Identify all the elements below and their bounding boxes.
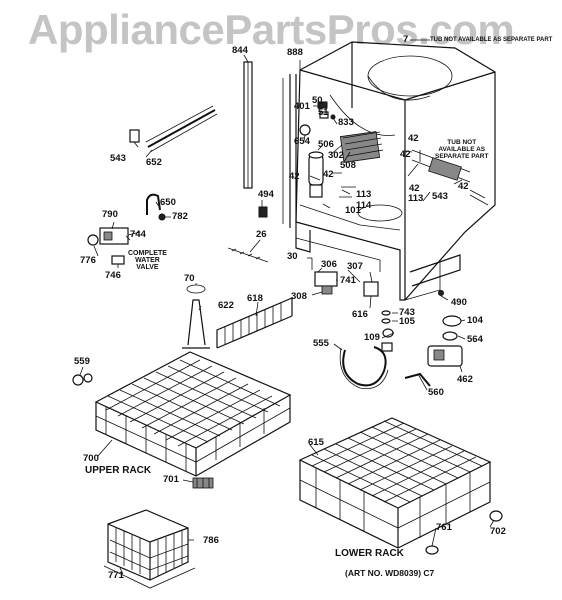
part-label-305[interactable]: 42 — [289, 171, 300, 182]
part-label-771[interactable]: 786 — [203, 535, 219, 546]
hose-462 — [339, 342, 393, 389]
part-label-308[interactable]: 741 — [340, 275, 356, 286]
part-label-555[interactable]: 564 — [467, 334, 483, 345]
part-label-462[interactable]: 555 — [313, 338, 329, 349]
part-label-560[interactable]: 462 — [457, 374, 473, 385]
part-label-618[interactable]: 622 — [218, 300, 234, 311]
part-label-401[interactable]: 401 — [294, 101, 310, 112]
part-label-113-b[interactable]: 113 — [408, 193, 424, 204]
lower-rack-701 — [298, 417, 503, 555]
part-label-650[interactable]: 652 — [146, 157, 162, 168]
part-label-844[interactable]: 844 — [232, 45, 248, 56]
part-label-700[interactable]: 559 — [74, 356, 90, 367]
part-label-833[interactable]: 833 — [338, 117, 354, 128]
tine-row-616 — [216, 297, 293, 349]
part-label-42-b[interactable]: 42 — [400, 149, 411, 160]
part-label-7[interactable]: 7 — [403, 34, 409, 45]
part-label-506[interactable]: 506 — [318, 139, 334, 150]
upper-rack-615 — [72, 351, 292, 477]
drain-valve-group — [404, 315, 463, 387]
part-label-776[interactable]: 744 — [130, 229, 146, 240]
part-label-30[interactable]: 26 — [256, 229, 267, 240]
part-label-114[interactable]: 114 — [356, 200, 372, 211]
part-label-616[interactable]: 618 — [247, 293, 263, 304]
water-valve-note: COMPLETE WATER VALVE — [128, 250, 167, 271]
part-label-746[interactable]: 776 — [80, 255, 96, 266]
tub-assembly — [282, 41, 496, 301]
part-label-702[interactable]: 761 — [436, 522, 452, 533]
part-label-113-a[interactable]: 113 — [356, 189, 372, 200]
part-label-743[interactable]: 616 — [352, 309, 368, 320]
part-label-508[interactable]: 508 — [340, 160, 356, 171]
lower-rack-caption: LOWER RACK — [335, 548, 404, 559]
tub-note-top: TUB NOT AVAILABLE AS SEPARATE PART — [430, 37, 553, 43]
water-valve-group — [87, 193, 166, 265]
part-label-786[interactable]: 701 — [163, 474, 179, 485]
part-label-741[interactable]: 307 — [347, 261, 363, 272]
part-label-701[interactable]: 615 — [308, 437, 324, 448]
part-label-744[interactable]: 790 — [102, 209, 118, 220]
part-label-302[interactable]: 302 — [328, 150, 344, 161]
wash-parts-cluster — [311, 258, 444, 297]
part-label-51[interactable]: 51 — [318, 107, 329, 118]
part-label-42-d[interactable]: 42 — [409, 183, 420, 194]
part-label-564[interactable]: 104 — [467, 315, 483, 326]
part-label-42-c[interactable]: 42 — [323, 169, 334, 180]
part-label-105[interactable]: 743 — [399, 307, 415, 318]
part-label-615[interactable]: 700 — [83, 453, 99, 464]
part-label-42-a[interactable]: 42 — [408, 133, 419, 144]
part-label-559[interactable]: 560 — [428, 387, 444, 398]
part-label-494[interactable]: 746 — [105, 270, 121, 281]
part-label-306[interactable]: 30 — [287, 251, 298, 262]
water-valve-note-text: COMPLETE WATER VALVE — [128, 250, 167, 271]
strip-650 — [129, 105, 218, 153]
silverware-basket — [103, 509, 196, 589]
part-label-790[interactable]: 782 — [172, 211, 188, 222]
part-label-622[interactable]: 70 — [184, 273, 195, 284]
part-label-50[interactable]: 50 — [312, 95, 323, 106]
part-label-70[interactable]: 490 — [451, 297, 467, 308]
upper-rack-caption: UPPER RACK — [85, 465, 152, 476]
leader-lines — [79, 39, 495, 575]
spray-tower — [182, 284, 210, 349]
part-label-705[interactable]: 702 — [490, 526, 506, 537]
part-label-888[interactable]: 888 — [287, 47, 303, 58]
part-label-26[interactable]: 494 — [258, 189, 274, 200]
part-label-104[interactable]: 109 — [364, 332, 380, 343]
part-label-101[interactable]: 101 — [345, 205, 361, 216]
part-label-782[interactable]: 650 — [160, 197, 176, 208]
washers-group — [381, 310, 394, 338]
door-gasket-844 — [243, 61, 253, 189]
spring-and-bracket — [227, 206, 269, 263]
part-label-761[interactable]: 771 — [108, 570, 124, 581]
part-label-42-e[interactable]: 42 — [458, 181, 469, 192]
part-label-109[interactable]: 105 — [399, 316, 415, 327]
clip-786 — [192, 477, 214, 489]
tub-note: TUB NOT AVAILABLE AS SEPARATE PART — [435, 139, 488, 160]
part-label-654[interactable]: 654 — [294, 136, 310, 147]
part-label-307[interactable]: 306 — [321, 259, 337, 270]
part-label-652[interactable]: 543 — [110, 153, 126, 164]
part-label-490[interactable]: 308 — [291, 291, 307, 302]
part-label-543[interactable]: 543 — [432, 191, 448, 202]
tub-note-text: TUB NOT AVAILABLE AS SEPARATE PART — [435, 139, 489, 160]
art-number: (ART NO. WD8039) C7 — [345, 568, 435, 578]
